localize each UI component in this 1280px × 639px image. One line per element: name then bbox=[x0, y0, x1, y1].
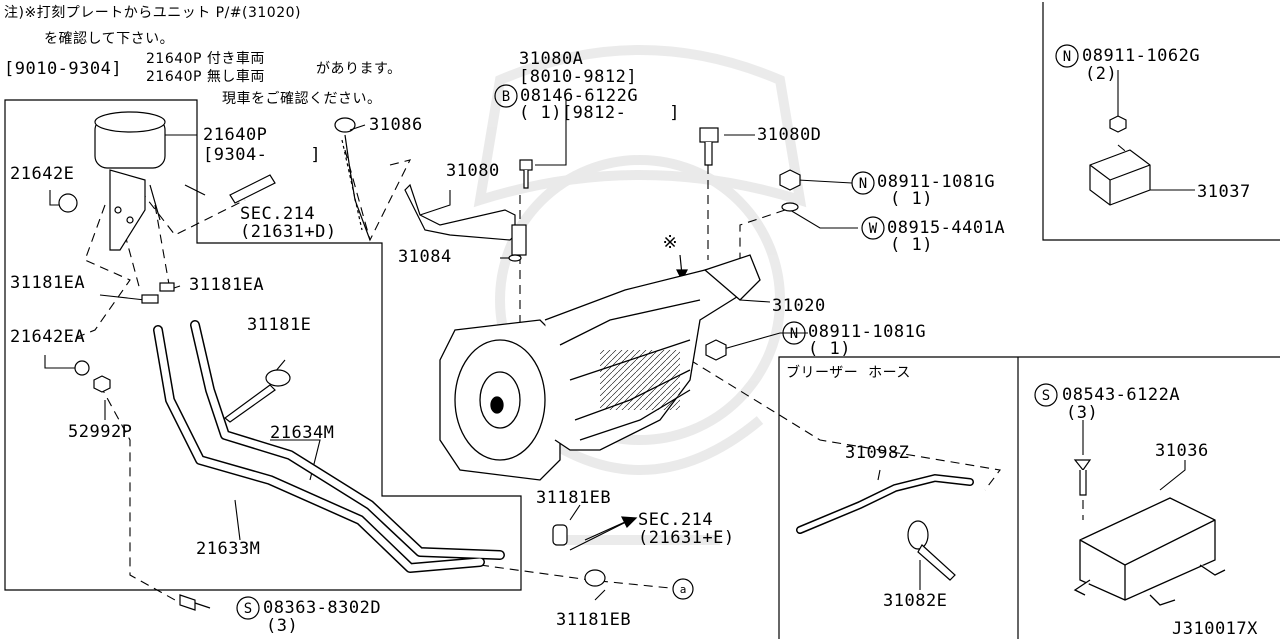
symbol-letters: B N W N S N S a ※ bbox=[244, 49, 1071, 617]
fasteners bbox=[58, 115, 1127, 611]
breather-hose-title: ブリーザー ホース bbox=[786, 365, 911, 381]
n-symbol: N bbox=[859, 176, 867, 192]
ref-mark: ※ bbox=[662, 232, 677, 253]
nut-08911-1081G-top-qty: ( 1) bbox=[890, 189, 933, 209]
filler-tube-31080 bbox=[404, 183, 527, 262]
part-52992P: 52992P bbox=[68, 422, 133, 442]
frames bbox=[4, 2, 1280, 639]
part-31080A: 31080A bbox=[519, 49, 584, 69]
part-31086: 31086 bbox=[369, 115, 423, 135]
bolt-08146-6122G: 08146-6122G bbox=[520, 86, 639, 106]
solenoid-21640P bbox=[94, 111, 166, 251]
nut-08911-1081G-bottom-qty: ( 1) bbox=[808, 339, 851, 359]
bolt-08146-6122G-qty: ( 1)[9812- ] bbox=[519, 103, 681, 123]
dipstick-31086 bbox=[334, 117, 371, 241]
b-symbol: B bbox=[502, 89, 510, 105]
nut-08911-1081G-top: 08911-1081G bbox=[877, 172, 996, 192]
part-21633M: 21633M bbox=[196, 539, 261, 559]
n-symbol: N bbox=[790, 326, 798, 342]
part-31036: 31036 bbox=[1155, 441, 1209, 461]
sec214-d-label: SEC.214 bbox=[240, 204, 316, 224]
diagram-id: J310017X bbox=[1172, 619, 1258, 639]
screw-08543-6122A-qty: (3) bbox=[1066, 403, 1099, 423]
note-option-without: 21640P 無し車両 bbox=[146, 69, 265, 85]
arrows bbox=[184, 184, 688, 541]
sec214-e-label: SEC.214 bbox=[638, 510, 714, 530]
part-31181EB-bottom: 31181EB bbox=[556, 610, 632, 630]
part-31098Z: 31098Z bbox=[845, 443, 910, 463]
part-31181EB-top: 31181EB bbox=[536, 488, 612, 508]
part-31084: 31084 bbox=[398, 247, 452, 267]
washer-08915-4401A: 08915-4401A bbox=[887, 218, 1006, 238]
clips-31181EB bbox=[141, 282, 606, 587]
washer-08915-4401A-qty: ( 1) bbox=[890, 235, 933, 255]
part-31082E: 31082E bbox=[883, 591, 948, 611]
part-31020: 31020 bbox=[772, 296, 826, 316]
s-symbol: S bbox=[1042, 388, 1050, 404]
note-line-4: 現車をご確認ください。 bbox=[222, 91, 382, 107]
breather-hose-inner bbox=[797, 475, 973, 533]
n-symbol: N bbox=[1063, 49, 1071, 65]
part-21642EA: 21642EA bbox=[10, 327, 86, 347]
note-line-2: を確認して下さい。 bbox=[44, 31, 175, 47]
cable-tie-31181E bbox=[224, 369, 291, 423]
s-symbol: S bbox=[244, 601, 252, 617]
nut-08911-1081G-bottom: 08911-1081G bbox=[808, 322, 927, 342]
part-21642E: 21642E bbox=[10, 164, 75, 184]
note-option-with: 21640P 付き車両 bbox=[146, 51, 265, 67]
part-31080: 31080 bbox=[446, 161, 500, 181]
part-21634M: 21634M bbox=[270, 423, 335, 443]
sec214-e-ref: (21631+E) bbox=[638, 528, 735, 548]
sensor-31037 bbox=[1089, 149, 1151, 206]
control-unit-31036 bbox=[1073, 497, 1226, 606]
sec214-tube bbox=[229, 174, 276, 204]
part-31181EA-right: 31181EA bbox=[189, 275, 265, 295]
transmission-31020 bbox=[439, 254, 761, 481]
part-21640P: 21640P bbox=[203, 125, 268, 145]
bolt-08363-8302D-qty: (3) bbox=[266, 616, 299, 636]
nut-08911-1062G: 08911-1062G bbox=[1082, 46, 1201, 66]
clip-31082E bbox=[907, 520, 956, 581]
note-tail: があります。 bbox=[316, 61, 402, 77]
note-line-1: 注)※打刻プレートからユニット P/#(31020) bbox=[4, 5, 301, 21]
part-31181EA-left: 31181EA bbox=[10, 273, 86, 293]
breather-hose-31098Z bbox=[796, 473, 974, 534]
bolt-08363-8302D: 08363-8302D bbox=[263, 598, 382, 618]
screw-08543-6122A: 08543-6122A bbox=[1062, 385, 1181, 405]
w-symbol: W bbox=[869, 221, 878, 237]
nut-08911-1062G-qty: (2) bbox=[1085, 64, 1118, 84]
part-31080D: 31080D bbox=[757, 125, 822, 145]
part-31181E: 31181E bbox=[247, 315, 312, 335]
part-31080A-range: [8010-9812] bbox=[519, 67, 638, 87]
symbol-circles bbox=[236, 44, 1079, 620]
sec214-d-ref: (21631+D) bbox=[240, 222, 337, 242]
part-31037: 31037 bbox=[1197, 182, 1251, 202]
note-range: [9010-9304] bbox=[4, 59, 123, 79]
a-symbol: a bbox=[680, 583, 687, 596]
part-21640P-range: [9304- ] bbox=[203, 145, 322, 165]
cooler-hoses-inner bbox=[154, 321, 504, 572]
